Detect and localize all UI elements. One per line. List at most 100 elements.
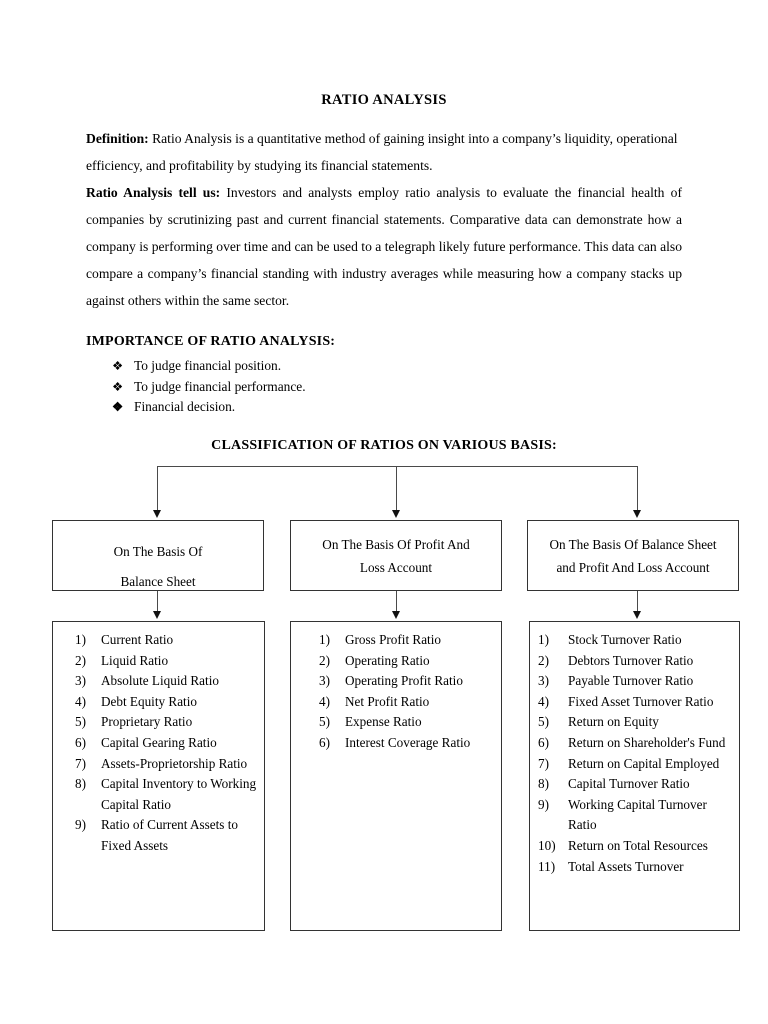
ratio-list-item: 1)Current Ratio (75, 630, 258, 651)
ratio-list-item: 11)Total Assets Turnover (538, 857, 733, 878)
ratio-list-item: 9) Working Capital Turnover Ratio (538, 795, 733, 836)
ratio-list-item: 2) Liquid Ratio (75, 651, 258, 672)
ratio-list-item-number: 6) (319, 734, 330, 750)
ratio-list-item-number: 4) (319, 693, 330, 709)
ratio-list-item-number: 9) (538, 796, 549, 812)
ratio-list-item-number: 2) (75, 652, 86, 668)
ratio-list-item-number: 8) (538, 776, 549, 792)
category-header-line-1: On The Basis Of Profit And (322, 537, 470, 552)
ratio-list-item-label: Payable Turnover Ratio (568, 673, 694, 689)
ratio-list-item-number: 4) (75, 693, 86, 709)
arrow-down-icon (152, 510, 161, 518)
ratio-list-item-number: 1) (319, 632, 330, 647)
ratio-list-item: 6) Interest Coverage Ratio (319, 733, 495, 754)
ratio-list-item-number: 5) (75, 714, 86, 730)
ratio-list-item-label: Gross Profit Ratio (345, 632, 441, 647)
ratio-list-item-label: Capital Turnover Ratio (568, 776, 690, 792)
ratio-list-item: 2) Debtors Turnover Ratio (538, 651, 733, 672)
ratio-list-item: 4) Debt Equity Ratio (75, 692, 258, 713)
flowchart-connector-stem-1 (157, 466, 158, 512)
ratio-list-item-label: Assets-Proprietorship Ratio (101, 755, 248, 771)
ratio-list-item: 1) Gross Profit Ratio (319, 630, 495, 651)
ratio-list-item-label: Debtors Turnover Ratio (568, 652, 694, 668)
ratio-list-item-number: 6) (75, 734, 86, 750)
arrow-down-icon (152, 611, 161, 619)
list-item-label: Financial decision. (134, 399, 236, 414)
ratio-list-item-label: Interest Coverage Ratio (345, 734, 471, 750)
ratio-list-item: 7)Return on Capital Employed (538, 754, 733, 775)
ratio-list-item: 4)Fixed Asset Turnover Ratio (538, 692, 733, 713)
ratio-list-item: 6)Return on Shareholder's Fund (538, 733, 733, 754)
arrow-down-icon (391, 611, 400, 619)
list-item: ❖ To judge financial position. (112, 356, 306, 377)
ratio-list-item: 4) Net Profit Ratio (319, 692, 495, 713)
classification-heading: CLASSIFICATION OF RATIOS ON VARIOUS BASI… (211, 438, 557, 453)
list-item-label: To judge financial performance. (134, 378, 306, 394)
ratio-list-item: 5) Return on Equity (538, 712, 733, 733)
ratio-list-item-label: Return on Total Resources (568, 837, 708, 853)
ratio-list-item-number: 8) (75, 776, 86, 792)
ratio-list-item-number: 10) (538, 837, 556, 853)
ratio-list-item: 10) Return on Total Resources (538, 836, 733, 857)
paragraph-tell-us-text: Investors and analysts employ ratio anal… (86, 185, 682, 308)
ratio-list-item-number: 7) (75, 755, 86, 771)
ratio-list-item-label: Return on Equity (568, 714, 659, 730)
paragraph-tell-us-label: Ratio Analysis tell us: (86, 185, 221, 200)
diamond-bullet-icon: ❖ (112, 379, 124, 394)
arrow-down-icon (632, 510, 641, 518)
ratio-list-item: 3) Operating Profit Ratio (319, 671, 495, 692)
ratio-list-item: 3)Absolute Liquid Ratio (75, 671, 258, 692)
list-item: ❖ Financial decision. (112, 397, 306, 418)
arrow-down-icon (391, 510, 400, 518)
ratio-list-item: 8) Capital Turnover Ratio (538, 774, 733, 795)
ratio-list-item-number: 7) (538, 755, 549, 771)
ratio-list-item-number: 3) (319, 673, 330, 689)
ratio-list-item-number: 2) (538, 652, 549, 668)
paragraph-tell-us: Ratio Analysis tell us: Investors and an… (86, 179, 682, 314)
diamond-bullet-icon: ❖ (112, 359, 124, 373)
ratio-list-item-number: 5) (538, 714, 549, 730)
ratio-list-item: 3) Payable Turnover Ratio (538, 671, 733, 692)
ratio-list-item-label: Proprietary Ratio (101, 714, 193, 730)
ratio-list-item-label: Ratio of Current Assets to Fixed Assets (101, 817, 238, 853)
ratio-list-item: 9)Ratio of Current Assets to Fixed Asset… (75, 815, 258, 856)
ratio-list-item: 8)Capital Inventory to Working Capital R… (75, 774, 258, 815)
ratio-list-item-label: Absolute Liquid Ratio (101, 673, 219, 689)
ratio-list-item-number: 11) (538, 858, 556, 874)
importance-heading: IMPORTANCE OF RATIO ANALYSIS: (86, 334, 336, 349)
flowchart-connector-stem-4 (157, 591, 158, 613)
ratio-list-item-label: Operating Profit Ratio (345, 673, 463, 689)
ratio-list-item-number: 4) (538, 693, 549, 709)
ratio-list-item-label: Liquid Ratio (101, 652, 169, 668)
ratio-list-item: 5) Proprietary Ratio (75, 712, 258, 733)
ratio-list-item-label: Stock Turnover Ratio (568, 632, 682, 647)
ratio-list-item-label: Capital Gearing Ratio (101, 734, 217, 750)
ratio-list-item-label: Net Profit Ratio (345, 693, 430, 709)
ratio-list-item-label: Debt Equity Ratio (101, 693, 197, 709)
importance-list: ❖ To judge financial position. ❖ To judg… (112, 356, 306, 418)
ratio-list-item-label: Working Capital Turnover Ratio (568, 796, 707, 833)
list-item-label: To judge financial position. (134, 358, 282, 373)
ratio-list-item: 6) Capital Gearing Ratio (75, 733, 258, 754)
page-title: RATIO ANALYSIS (321, 92, 447, 108)
flowchart-connector-stem-2 (396, 466, 397, 512)
flowchart-connector-bar (157, 466, 638, 467)
ratio-list-item-label: Expense Ratio (345, 714, 422, 730)
category-header-line-1: On The Basis Of (113, 544, 203, 559)
category-header-line-2: and Profit And Loss Account (556, 560, 710, 575)
paragraph-definition-text: Ratio Analysis is a quantitative method … (86, 131, 678, 173)
flowchart-connector-stem-3 (637, 466, 638, 512)
flowchart-connector-stem-5 (396, 591, 397, 613)
category-header-box-balance-sheet-and-profit-and-loss: On The Basis Of Balance Sheet and Profit… (527, 520, 739, 591)
ratio-list-item-label: Return on Shareholder's Fund (568, 734, 726, 750)
category-header-line-2: Loss Account (359, 560, 433, 575)
ratio-list-item-number: 3) (538, 673, 549, 689)
list-item: ❖ To judge financial performance. (112, 377, 306, 398)
flowchart-connector-stem-6 (637, 591, 638, 613)
paragraph-definition: Definition: Ratio Analysis is a quantita… (86, 125, 682, 179)
